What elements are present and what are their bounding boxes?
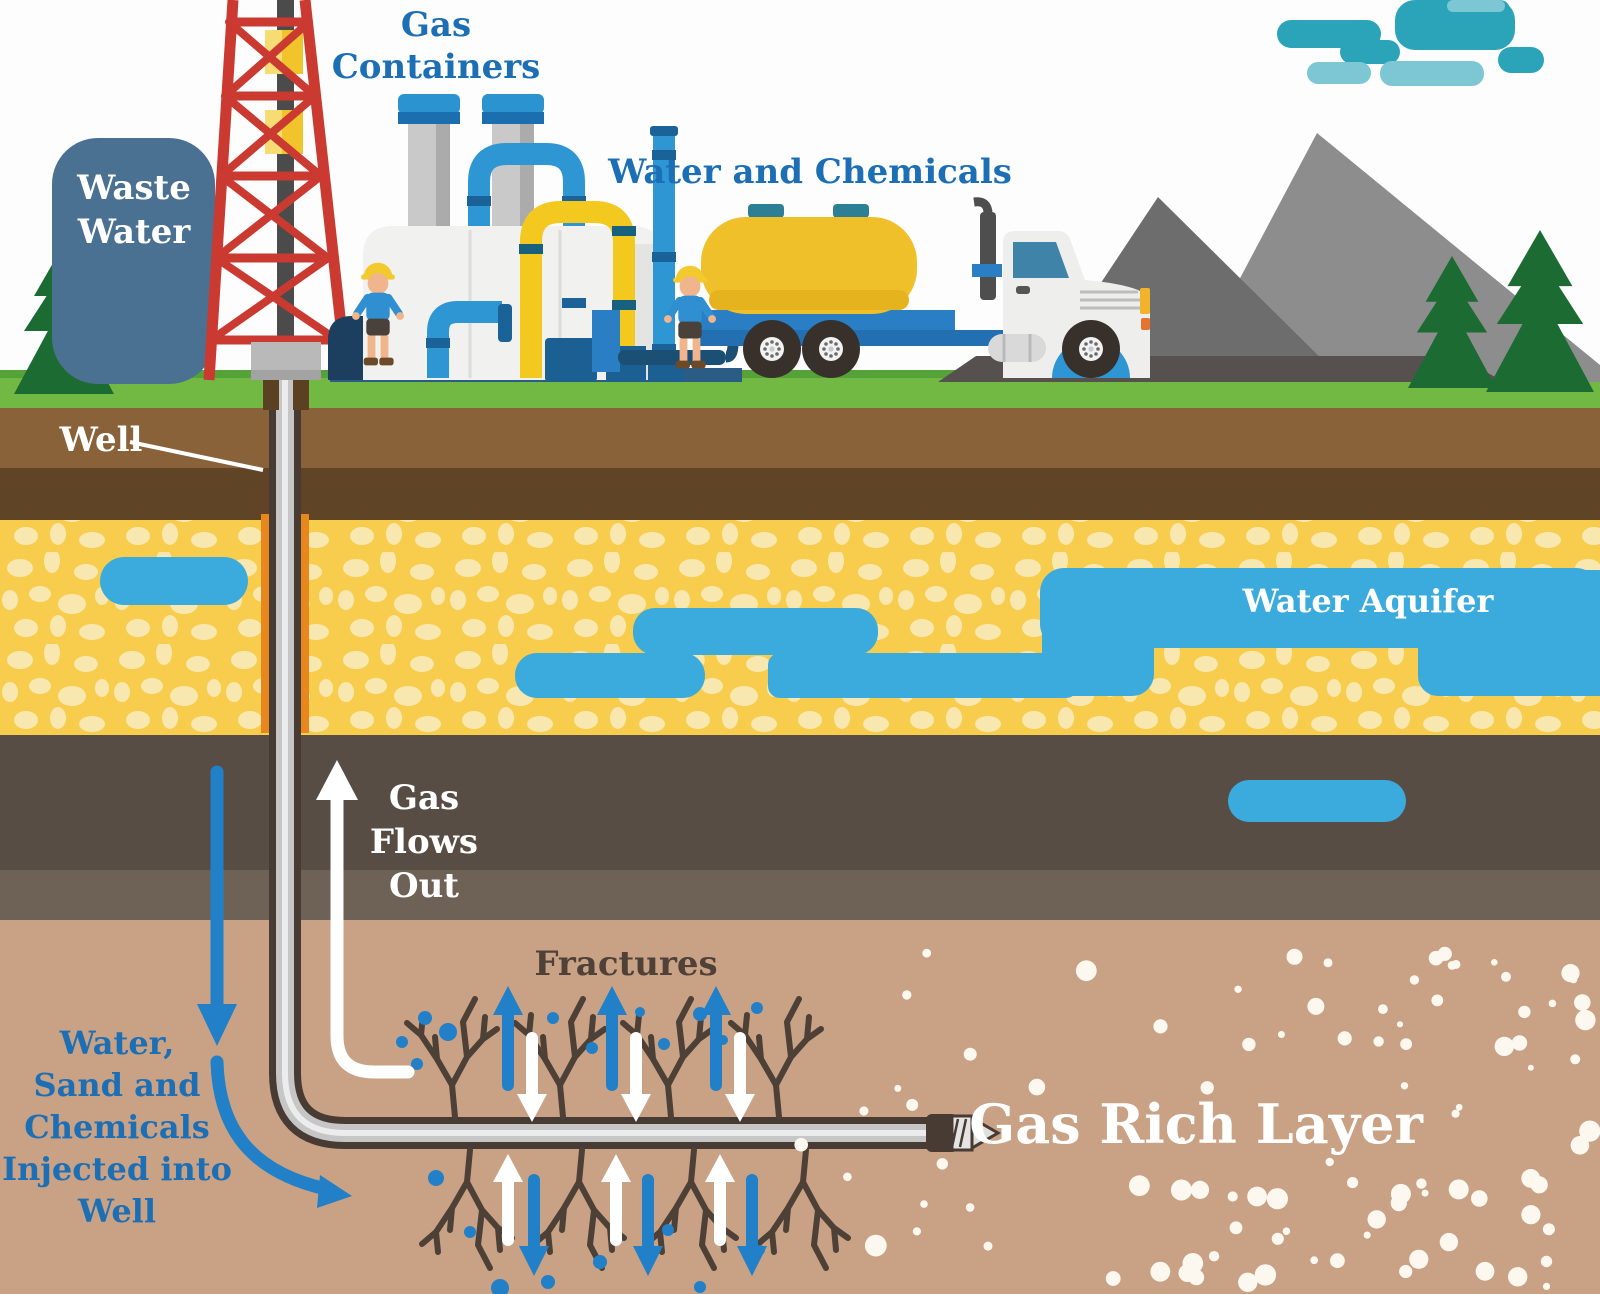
shale-layer-2: [0, 870, 1600, 920]
gas-bubbles: [794, 946, 1600, 1293]
topsoil-layer: [0, 408, 1600, 468]
gas-flows-out-arrow: [316, 760, 415, 1079]
clouds-icon: [1277, 0, 1544, 86]
injection-label: Water, Sand and Chemicals Injected into …: [2, 1024, 232, 1230]
wellhead: [251, 342, 321, 410]
well-pipe: [261, 340, 1002, 1152]
waste-water-tank: [52, 138, 215, 384]
gas-rich-layer-band: [0, 920, 1600, 1294]
water-and-chemicals-label: Water and Chemicals: [608, 152, 1012, 192]
deep-water-pocket: [1228, 780, 1406, 822]
grass-layer: [0, 378, 1600, 408]
gas-flows-out-label: Gas Flows Out: [369, 778, 479, 906]
well-label: Well: [59, 420, 143, 460]
gas-containers-plant: [363, 94, 684, 382]
wheel-icon: [802, 320, 860, 378]
drilling-derrick: [203, 0, 353, 381]
waste-water-label: Waste Water: [77, 168, 191, 252]
gas-containers-label: Gas Containers: [331, 5, 541, 87]
pump-unit: [328, 316, 364, 380]
subsoil-layer: [0, 468, 1600, 520]
water-aquifer-label: Water Aquifer: [1242, 582, 1494, 620]
gas-rich-layer-label: Gas Rich Layer: [969, 1092, 1423, 1156]
tank-barrel: [701, 217, 917, 314]
drill-bit-icon: [926, 1114, 1002, 1152]
elbow-pipe: [427, 301, 502, 378]
cab-window: [1013, 242, 1069, 278]
wheel-icon: [743, 320, 801, 378]
mountain-large: [1185, 133, 1600, 382]
well-leader-line: [129, 440, 264, 472]
blue-pipe: [468, 143, 585, 378]
injection-arrow: [197, 765, 352, 1208]
tanker-truck: [700, 197, 1150, 378]
water-aquifer-shapes: [100, 557, 1600, 822]
fractures-label: Fractures: [534, 944, 718, 984]
fracture-flow-arrows: [493, 986, 767, 1276]
exhaust-stack-icon: [980, 212, 996, 300]
wheel-icon: [1062, 320, 1120, 378]
